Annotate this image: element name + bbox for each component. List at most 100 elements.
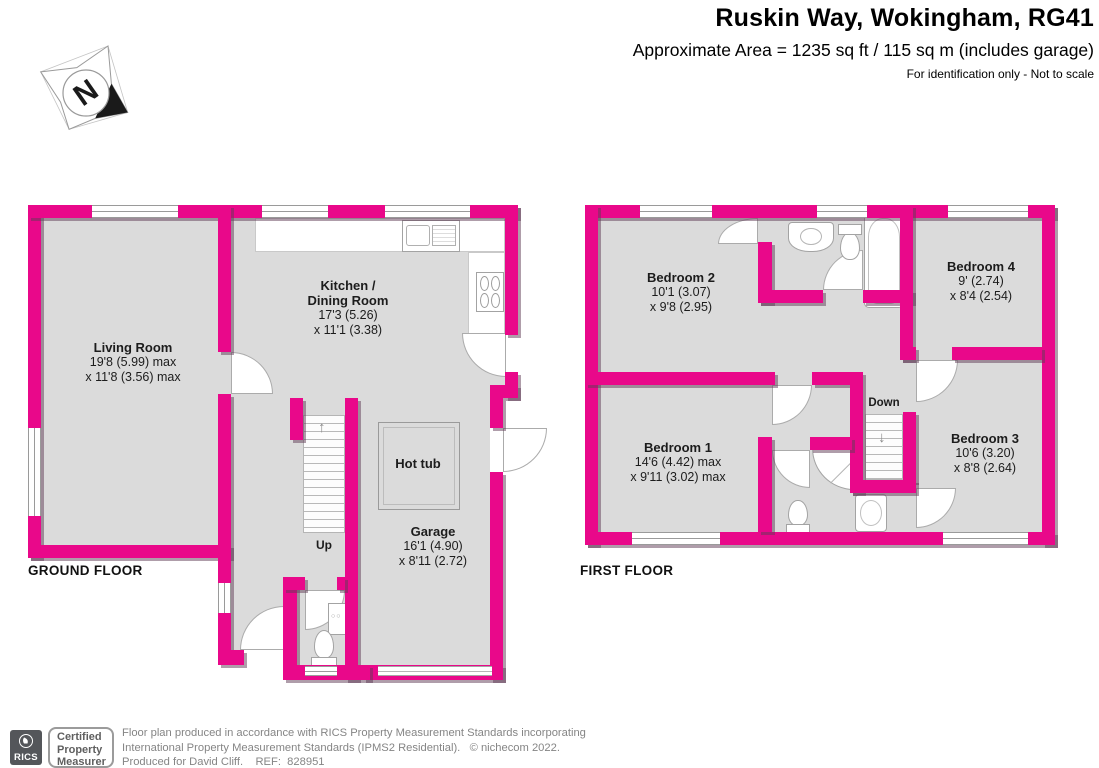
area-subtitle: Approximate Area = 1235 sq ft / 115 sq m… <box>632 40 1094 60</box>
room-dim: x 8'4 (2.54) <box>949 289 1013 303</box>
toilet-icon <box>838 224 862 260</box>
room-dim: x 11'1 (3.38) <box>313 323 383 337</box>
badge-line: Certified <box>57 731 102 743</box>
window <box>262 205 328 218</box>
wall <box>850 372 863 493</box>
room-label-bedroom1: Bedroom 1 14'6 (4.42) max x 9'11 (3.02) … <box>598 440 758 485</box>
room-label-garage: Garage 16'1 (4.90) x 8'11 (2.72) <box>353 524 513 569</box>
toilet-icon <box>786 500 810 534</box>
room-dim: 19'8 (5.99) max <box>89 355 177 369</box>
basin-icon <box>855 494 887 532</box>
hot-tub <box>378 422 460 510</box>
garage-door <box>378 666 492 676</box>
certified-property-measurer-badge: Certified Property Measurer <box>48 727 114 768</box>
window <box>28 428 41 516</box>
wall <box>490 398 503 428</box>
wall <box>810 437 852 450</box>
room-label-kitchen: Kitchen / Dining Room 17'3 (5.26) x 11'1… <box>268 278 428 338</box>
wall <box>490 385 518 398</box>
kitchen-counter <box>255 218 505 252</box>
stairs-up-label: Up <box>316 538 332 552</box>
window <box>640 205 712 218</box>
stairs-up-arrow-icon: ↑ <box>318 419 326 436</box>
room-name: Garage <box>410 524 456 539</box>
hob-icon <box>476 272 504 312</box>
room-dim: 10'1 (3.07) <box>651 285 711 299</box>
room-name: Hot tub <box>395 456 441 471</box>
header: Ruskin Way, Wokingham, RG41 Approximate … <box>374 4 1094 81</box>
wall <box>812 372 850 385</box>
rics-logo-text: RICS <box>14 752 38 763</box>
wall <box>952 347 1042 360</box>
wall <box>283 577 305 590</box>
wall <box>850 480 916 493</box>
room-dim: 10'6 (3.20) <box>955 446 1015 460</box>
kitchen-sink-icon <box>402 220 460 252</box>
room-dim: x 8'8 (2.64) <box>953 461 1017 475</box>
room-label-bedroom3: Bedroom 3 10'6 (3.20) x 8'8 (2.64) <box>905 431 1065 476</box>
room-dim: 14'6 (4.42) max <box>634 455 722 469</box>
room-name: Bedroom 1 <box>644 440 712 455</box>
wall <box>28 545 231 558</box>
room-name: Dining Room <box>307 293 389 308</box>
window <box>218 583 231 613</box>
room-label-bedroom4: Bedroom 4 9' (2.74) x 8'4 (2.54) <box>901 259 1061 304</box>
footer-line: Floor plan produced in accordance with R… <box>122 727 586 739</box>
wall <box>337 577 345 590</box>
window <box>943 532 1028 545</box>
footer-line: Produced for David Cliff. REF: 828951 <box>122 756 325 768</box>
room-dim: x 9'8 (2.95) <box>649 300 713 314</box>
room-name: Bedroom 3 <box>951 431 1019 446</box>
room-floor-living <box>41 218 231 548</box>
bathroom-sink-icon <box>788 222 834 252</box>
footer-disclaimer: Floor plan produced in accordance with R… <box>122 726 586 768</box>
wall <box>505 205 518 335</box>
window <box>632 532 720 545</box>
compass-icon: N <box>39 45 129 130</box>
room-name: Bedroom 4 <box>947 259 1015 274</box>
room-name: Kitchen / <box>320 278 376 293</box>
door-arc <box>503 428 547 472</box>
stairs-down-label: Down <box>868 397 900 409</box>
stairs-down-arrow-icon: ↓ <box>878 429 886 446</box>
room-dim: 16'1 (4.90) <box>403 539 463 553</box>
window <box>948 205 1028 218</box>
wall <box>290 398 303 440</box>
room-name: Living Room <box>93 340 173 355</box>
first-floor-label: FIRST FLOOR <box>580 563 674 578</box>
room-label-hot-tub: Hot tub <box>377 456 459 471</box>
room-dim: x 9'11 (3.02) max <box>630 470 726 484</box>
wall <box>490 472 503 680</box>
room-dim: 17'3 (5.26) <box>318 308 378 322</box>
wall <box>758 242 772 303</box>
rics-logo: RICS <box>10 730 42 765</box>
rics-lion-icon <box>19 734 33 748</box>
wall <box>903 412 916 482</box>
wall <box>1042 205 1055 545</box>
wall <box>218 650 244 665</box>
room-name: Bedroom 2 <box>647 270 715 285</box>
wall <box>758 290 823 303</box>
page-title: Ruskin Way, Wokingham, RG41 <box>715 4 1094 32</box>
toilet-icon <box>311 630 337 668</box>
wall <box>585 372 775 385</box>
wall <box>900 205 913 360</box>
room-dim: x 8'11 (2.72) <box>398 554 468 568</box>
window <box>385 205 470 218</box>
wall <box>758 437 772 532</box>
badge-line: Measurer <box>57 756 106 768</box>
wall <box>345 398 358 680</box>
room-label-living: Living Room 19'8 (5.99) max x 11'8 (3.56… <box>53 340 213 385</box>
room-dim: x 11'8 (3.56) max <box>85 370 181 384</box>
window <box>92 205 178 218</box>
room-floor-garage <box>358 398 490 665</box>
ground-floor-label: GROUND FLOOR <box>28 563 143 578</box>
footer-line: International Property Measurement Stand… <box>122 741 560 754</box>
window <box>305 666 337 676</box>
wall <box>900 347 916 360</box>
wall <box>218 205 231 352</box>
stairs-down <box>865 414 903 480</box>
disclaimer-text: For identification only - Not to scale <box>906 67 1094 81</box>
wall <box>283 577 297 665</box>
